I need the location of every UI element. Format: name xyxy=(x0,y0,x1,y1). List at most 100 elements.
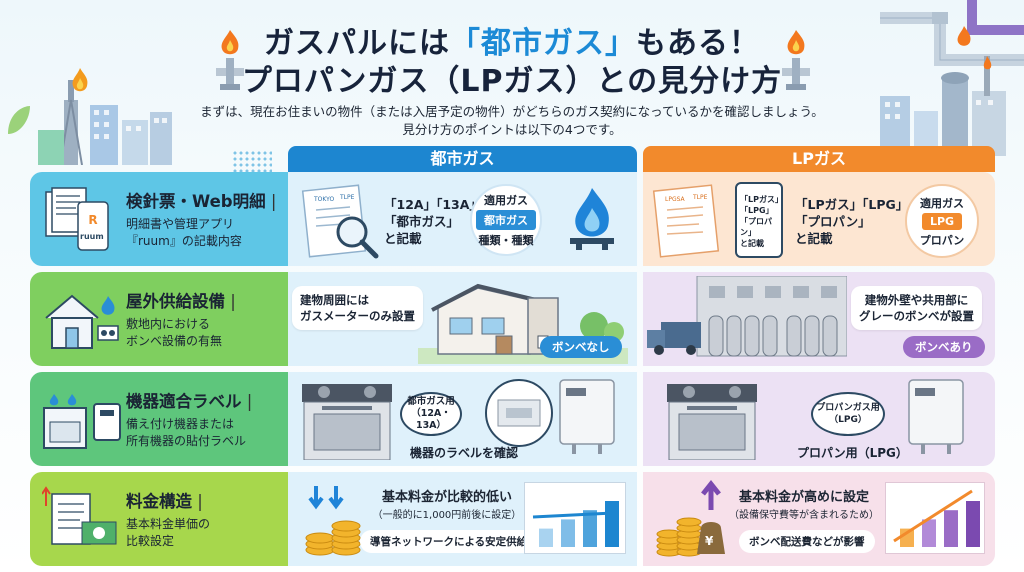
row-title: 機器適合ラベル xyxy=(126,388,286,412)
gas-stove-illustration xyxy=(667,380,757,461)
applied-gas-circle-lpg: 適用ガス LPG プロパン xyxy=(905,184,979,258)
row-desc-line2: 比較設定 xyxy=(126,534,175,548)
pipeline-illustration xyxy=(880,0,1024,80)
city-pricing-head: 基本料金が比較的低い xyxy=(381,490,512,505)
row2-lpg-cell: 建物外壁や共用部に グレーのボンベが設置 ボンベあり xyxy=(643,272,995,366)
bubble-line: 建物外壁や共用部に xyxy=(864,293,969,307)
bubble-line: 建物周囲には xyxy=(300,293,369,307)
page-title-line1: ガスパルには「都市ガス」もある！ xyxy=(264,26,760,61)
lpg-quote-text: 「LPガス」「LPG」 「プロパン」 と記載 xyxy=(795,196,908,247)
city-quote-text: 「12A」「13A」 「都市ガス」 と記載 xyxy=(384,196,482,247)
coins-up-arrow-icon: ¥ xyxy=(655,479,731,560)
row-title: 料金構造 xyxy=(126,488,286,512)
price-bar xyxy=(539,528,553,547)
bill-money-icon xyxy=(41,486,122,552)
label-line: （LPG） xyxy=(829,415,867,425)
phone-line: 「LPG」 xyxy=(740,206,774,215)
svg-text:R: R xyxy=(88,213,97,227)
row2-city-cell: 建物周囲には ガスメーターのみ設置 ボンベなし xyxy=(288,272,637,366)
leaf-decoration xyxy=(4,100,34,140)
city-label-caption: 機器のラベルを確認 xyxy=(410,446,519,460)
circle-sub: 種類・種類 xyxy=(478,234,534,247)
row-desc-line1: 備え付け機器または xyxy=(126,417,235,431)
lpg-pricing-sub: （設備保守費等が含まれるため） xyxy=(729,510,879,521)
yen-symbol: ¥ xyxy=(705,534,714,548)
water-heater-illustration xyxy=(907,378,965,454)
gas-stove-illustration xyxy=(302,380,392,461)
invoice-icon: LPGSA TLPE xyxy=(651,182,725,260)
ruum-logo-text: ruum xyxy=(80,232,104,241)
stove-water-heater-icon xyxy=(42,388,122,452)
price-bar xyxy=(583,510,597,547)
phone-line: 「LPガス」 xyxy=(740,195,783,204)
row3-lpg-cell: プロパンガス用 （LPG） プロパン用（LPG） xyxy=(643,372,995,466)
gas-valve-icon xyxy=(212,28,248,92)
lpg-supply-bubble: 建物外壁や共用部に グレーのボンベが設置 xyxy=(851,286,982,330)
applied-gas-circle-city: 適用ガス 都市ガス 種類・種類 xyxy=(470,184,542,256)
label-line: （12A・13A） xyxy=(411,408,451,431)
row-label-device-label: 機器適合ラベル 備え付け機器または 所有機器の貼付ラベル xyxy=(30,372,288,466)
bubble-line: グレーのボンベが設置 xyxy=(859,309,974,323)
paper-label: TLPE xyxy=(339,194,355,201)
price-bar xyxy=(944,510,958,547)
quote-line: と記載 xyxy=(384,231,422,246)
price-bar xyxy=(605,501,619,547)
house-meter-icon xyxy=(42,288,122,352)
trend-arrow xyxy=(532,511,614,519)
label-line: プロパンガス用 xyxy=(816,403,880,413)
row4-lpg-cell: ¥ 基本料金が高めに設定 （設備保守費等が含まれるため） ボンベ配送費などが影響 xyxy=(643,472,995,566)
paper-label: TOKYO xyxy=(313,196,334,203)
city-pricing-sub: （一般的に1,000円前後に設定） xyxy=(372,510,522,521)
bubble-line: ガスメーターのみ設置 xyxy=(300,309,415,323)
row-desc-line2: ボンベ設備の有無 xyxy=(126,334,223,348)
decor-dots xyxy=(232,150,272,174)
row-desc-line1: 敷地内における xyxy=(126,317,211,331)
apartment-cylinders-illustration xyxy=(647,275,848,364)
svg-text:TLPE: TLPE xyxy=(692,194,708,201)
page-title-line2: プロパンガス（LPガス）との見分け方 xyxy=(241,64,783,99)
phone-line: 「プロパン」 xyxy=(740,217,772,237)
row1-lpg-cell: LPGSA TLPE 「LPガス」 「LPG」 「プロパン」 と記載 「LPガス… xyxy=(643,172,995,266)
city-gas-label-circle: 都市ガス用 （12A・13A） xyxy=(400,392,462,436)
row-label-outdoor-supply: 屋外供給設備 敷地内における ボンベ設備の有無 xyxy=(30,272,288,366)
row-desc-line2: 『ruum』の記載内容 xyxy=(126,234,242,248)
city-supply-bubble: 建物周囲には ガスメーターのみ設置 xyxy=(292,286,423,330)
row4-city-cell: 基本料金が比較的低い （一般的に1,000円前後に設定） 導管ネットワークによる… xyxy=(288,472,637,566)
circle-sub: プロパン xyxy=(919,233,965,247)
lpg-price-chart xyxy=(885,482,985,554)
price-bar xyxy=(561,519,575,547)
city-skyline-left xyxy=(30,70,180,166)
lpg-pricing-head: 基本料金が高めに設定 xyxy=(738,490,869,505)
row-title: 屋外供給設備 xyxy=(126,288,286,312)
flame-icon xyxy=(70,68,90,94)
row-label-pricing: 料金構造 基本料金単価の 比較設定 xyxy=(30,472,288,566)
invoice-phone-icon: R ruum xyxy=(44,186,114,252)
label-line: 都市ガス用 xyxy=(407,396,455,407)
label-closeup-illustration xyxy=(484,378,554,448)
trend-arrow xyxy=(893,489,973,543)
lpg-label-caption: プロパン用（LPG） xyxy=(797,446,908,460)
column-header-city-gas: 都市ガス xyxy=(288,146,637,172)
row1-city-cell: TOKYO TLPE 「12A」「13A」 「都市ガス」 と記載 適用ガス 都市… xyxy=(288,172,637,266)
lpg-label-circle: プロパンガス用 （LPG） xyxy=(811,392,885,436)
column-header-lpg: LPガス xyxy=(643,146,995,172)
quote-line: と記載 xyxy=(795,231,833,246)
svg-text:LPGSA: LPGSA xyxy=(665,196,686,203)
city-pricing-pill: 導管ネットワークによる安定供給 xyxy=(360,530,538,553)
has-cylinder-badge: ボンベあり xyxy=(903,336,985,358)
coins-down-arrow-icon xyxy=(302,482,366,558)
quote-line: 「12A」「13A」 xyxy=(384,197,482,212)
price-bar xyxy=(922,519,936,547)
lpg-pricing-pill: ボンベ配送費などが影響 xyxy=(739,530,875,553)
row-title: 検針票・Web明細 xyxy=(126,188,286,212)
lead-text-line1: まずは、現在お住まいの物件（または入居予定の物件）がどちらのガス契約になっている… xyxy=(200,104,824,119)
quote-line: 「LPガス」「LPG」 xyxy=(795,197,909,212)
row-label-meter-slip: R ruum 検針票・Web明細 明細書や管理アプリ 『ruum』の記載内容 xyxy=(30,172,288,266)
quote-line: 「プロパン」 xyxy=(795,214,871,229)
city-price-chart xyxy=(524,482,626,554)
row-desc-line1: 基本料金単価の xyxy=(126,517,211,531)
lead-text-line2: 見分け方のポイントは以下の4つです。 xyxy=(402,122,622,137)
circle-title: 適用ガス xyxy=(484,194,528,207)
gas-type-tag: LPG xyxy=(921,212,963,230)
phone-line: と記載 xyxy=(740,239,764,248)
